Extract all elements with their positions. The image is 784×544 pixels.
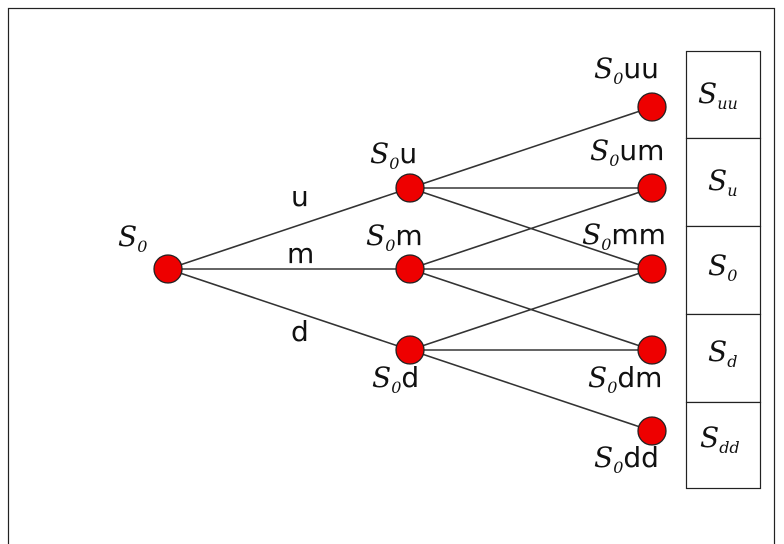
edge-u-uu xyxy=(409,106,653,189)
price-label-uu: Suu xyxy=(698,77,738,113)
price-box-uu xyxy=(685,50,762,140)
label-s0m: S0m xyxy=(366,219,423,255)
edge-d-dd xyxy=(409,349,653,432)
node-dm xyxy=(637,335,667,365)
price-label-0: S0 xyxy=(708,249,737,285)
node-root xyxy=(153,254,183,284)
node-um xyxy=(637,173,667,203)
label-s0uu: S0uu xyxy=(594,52,659,88)
node-mm xyxy=(637,254,667,284)
node-dd xyxy=(637,416,667,446)
branch-label-u: u xyxy=(291,180,309,213)
diagram-frame xyxy=(7,7,776,544)
branch-label-d: d xyxy=(291,315,309,348)
edge-root-d xyxy=(167,268,411,351)
node-m xyxy=(395,254,425,284)
label-s0mm: S0mm xyxy=(582,218,666,254)
node-d xyxy=(395,335,425,365)
label-root: S0 xyxy=(118,220,147,256)
label-s0dd: S0dd xyxy=(594,441,659,477)
price-box-d xyxy=(685,313,762,404)
price-box-u xyxy=(685,137,762,228)
edge-d-mm xyxy=(409,268,653,351)
label-s0u: S0u xyxy=(370,137,417,173)
edge-m-um xyxy=(409,187,653,270)
price-box-0 xyxy=(685,225,762,316)
price-box-dd xyxy=(685,401,762,490)
price-label-d: Sd xyxy=(708,335,737,371)
branch-label-m: m xyxy=(287,237,314,270)
price-label-u: Su xyxy=(708,164,738,200)
node-u xyxy=(395,173,425,203)
label-s0d: S0d xyxy=(372,361,419,397)
label-s0dm: S0dm xyxy=(588,361,662,397)
node-uu xyxy=(637,92,667,122)
label-s0um: S0um xyxy=(590,134,664,170)
edge-root-u xyxy=(167,187,411,270)
price-label-dd: Sdd xyxy=(700,421,740,457)
